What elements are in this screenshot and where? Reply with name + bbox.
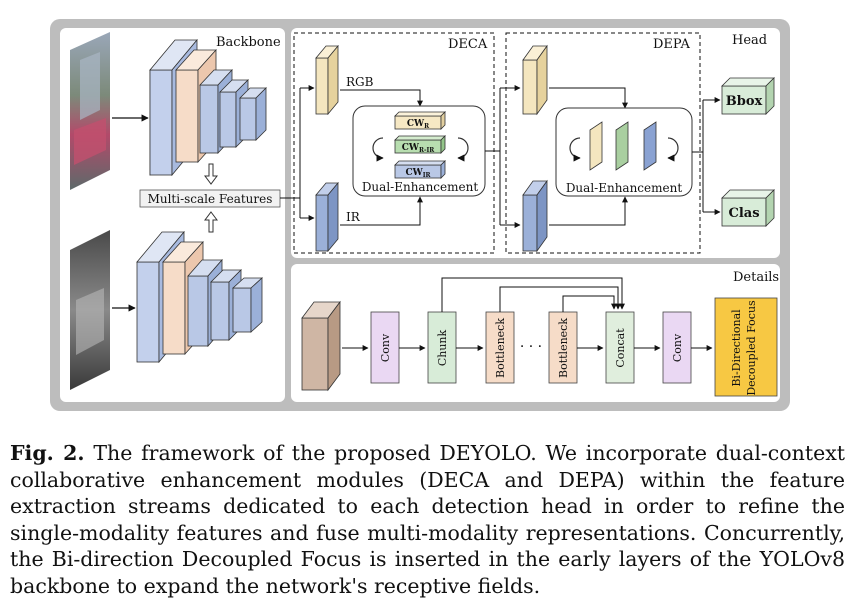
detail-label-conv-1: Conv xyxy=(379,333,392,362)
backbone-ir-stack xyxy=(136,230,264,364)
depa-rotate-right-icon xyxy=(667,137,679,162)
cw-rir-sub: R-IR xyxy=(419,147,435,154)
rgb-label: RGB xyxy=(346,75,374,89)
detail-label-bottleneck-2: Bottleneck xyxy=(557,318,570,378)
cw-ir-label: CW xyxy=(405,168,423,178)
clas-label: Clas xyxy=(728,206,759,221)
svg-text:CWR-IR: CWR-IR xyxy=(402,143,436,154)
deca-label: DECA xyxy=(448,37,488,52)
cw-r-bar xyxy=(394,111,446,130)
depa-dual-enhancement-label: Dual-Enhancement xyxy=(566,181,683,195)
bidir-label-2: Decoupled Focus xyxy=(745,300,758,396)
caption-text: The framework of the proposed DEYOLO. We… xyxy=(10,441,845,598)
framework-diagram: Backbone xyxy=(50,19,790,411)
conv-block-1 xyxy=(370,311,400,384)
bidir-focus-block xyxy=(714,297,778,397)
fusion-panel xyxy=(291,28,780,258)
rotate-left-icon xyxy=(372,137,384,162)
detail-label-chunk: Chunk xyxy=(436,330,449,367)
detail-blocks xyxy=(370,297,778,397)
cw-ir-sub: IR xyxy=(423,172,432,179)
deca-dual-enhancement-label: Dual-Enhancement xyxy=(362,180,479,194)
cw-rir-label: CW xyxy=(402,143,420,153)
depa-ir-feature xyxy=(522,179,548,253)
details-feature xyxy=(301,300,341,392)
details-label: Details xyxy=(733,270,779,285)
head-label: Head xyxy=(732,33,767,48)
depa-label: DEPA xyxy=(653,37,690,52)
svg-text:CWR: CWR xyxy=(407,119,430,130)
caption-label: Fig. 2. xyxy=(10,441,85,465)
bbox-label: Bbox xyxy=(726,94,763,109)
ir-input-image xyxy=(70,230,110,390)
bidir-label-1: Bi-Directional xyxy=(730,309,743,387)
ir-label: IR xyxy=(346,210,361,224)
depa-rotate-left-icon xyxy=(569,137,581,162)
rotate-right-icon xyxy=(457,137,469,162)
details-panel xyxy=(291,264,780,402)
detail-ellipsis: · · · xyxy=(520,339,542,355)
bbox-head xyxy=(721,77,775,115)
deca-rgb-feature xyxy=(315,44,339,116)
backbone-label: Backbone xyxy=(216,35,281,50)
cw-r-sub: R xyxy=(424,123,430,130)
cw-rir-bar xyxy=(394,135,446,154)
depa-feature-slices xyxy=(589,121,657,171)
rgb-input-image xyxy=(70,32,110,190)
figure-caption: Fig. 2. The framework of the proposed DE… xyxy=(10,440,845,599)
deca-box xyxy=(293,32,495,254)
svg-text:CWIR: CWIR xyxy=(405,168,431,179)
hollow-arrows xyxy=(204,163,218,233)
depa-box xyxy=(505,32,701,254)
detail-label-bottleneck-1: Bottleneck xyxy=(494,318,507,378)
depa-rgb-feature xyxy=(522,44,548,116)
clas-head xyxy=(721,189,775,227)
detail-label-conv-2: Conv xyxy=(671,333,684,362)
backbone-rgb-stack xyxy=(149,38,267,177)
detail-label-concat: Concat xyxy=(614,328,627,368)
bottleneck-block-1 xyxy=(485,311,515,384)
cw-r-label: CW xyxy=(407,119,425,129)
detail-arrows xyxy=(399,277,713,351)
bottleneck-block-2 xyxy=(548,311,578,384)
cw-ir-bar xyxy=(394,160,446,179)
concat-block xyxy=(605,311,635,384)
multiscale-label: Multi-scale Features xyxy=(148,192,273,206)
deca-ir-feature xyxy=(315,181,339,253)
